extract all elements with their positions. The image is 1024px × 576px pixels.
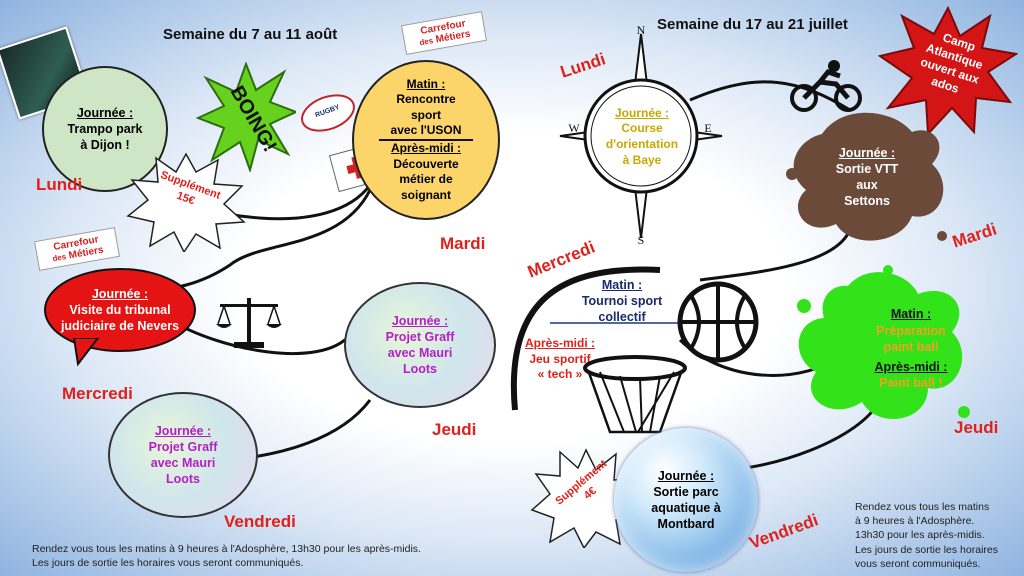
friday-graff-bubble: Journée : Projet Graff avec Mauri Loots xyxy=(108,392,258,518)
wednesday-bubble-tail xyxy=(72,338,100,367)
right-wednesday-morning: Matin : Tournoi sport collectif xyxy=(581,277,663,325)
left-day-monday: Lundi xyxy=(36,175,83,194)
wednesday-activity-bubble: Journée : Visite du tribunal judiciaire … xyxy=(44,268,196,352)
left-week-title: Semaine du 7 au 11 août xyxy=(163,26,338,43)
wednesday-divider xyxy=(550,322,690,324)
cyclist-icon xyxy=(790,60,862,112)
right-day-thursday: Jeudi xyxy=(954,418,999,437)
camp-atlantique-star xyxy=(878,6,1018,136)
right-friday-water-bubble: Journée : Sortie parc aquatique à Montba… xyxy=(614,428,758,572)
monday-line1: Trampo park xyxy=(67,121,143,136)
right-thursday-paint-splat xyxy=(797,265,970,419)
left-supplement-burst xyxy=(126,152,246,252)
basketball-hoop-icon xyxy=(583,355,687,434)
right-tuesday-mud-splat xyxy=(786,112,947,241)
right-monday-bubble: Journée : Course d'orientation à Baye xyxy=(605,105,679,167)
left-day-tuesday: Mardi xyxy=(440,234,486,253)
left-day-thursday: Jeudi xyxy=(432,420,477,439)
tuesday-morning-heading: Matin : xyxy=(406,76,446,91)
scales-of-justice-icon xyxy=(216,298,282,348)
tuesday-activity-bubble: Matin : Rencontre sport avec l'USON Aprè… xyxy=(352,60,500,220)
compass-w: W xyxy=(568,121,580,135)
boing-burst: BOING! xyxy=(196,62,296,172)
compass-e: E xyxy=(704,121,711,135)
thursday-graff-bubble: Journée : Projet Graff avec Mauri Loots xyxy=(344,282,496,408)
tuesday-afternoon-heading: Après-midi : xyxy=(390,141,461,155)
right-thursday-text: Matin : Préparation paint ball Après-mid… xyxy=(874,307,948,391)
monday-heading: Journée : xyxy=(76,105,134,120)
right-week-title: Semaine du 17 au 21 juillet xyxy=(657,16,848,33)
basketball-icon xyxy=(677,281,759,363)
right-tuesday-text: Journée : Sortie VTT aux Settons xyxy=(835,145,899,209)
compass-s: S xyxy=(638,233,645,246)
left-day-friday: Vendredi xyxy=(224,512,296,531)
left-footer: Rendez vous tous les matins à 9 heures à… xyxy=(32,543,421,570)
left-day-wednesday: Mercredi xyxy=(62,384,133,403)
right-wednesday-afternoon: Après-midi : Jeu sportif « tech » xyxy=(524,336,595,382)
compass-icon: N S E W xyxy=(559,26,723,246)
monday-line2: à Dijon ! xyxy=(80,138,130,153)
monday-trampo-bubble: Journée : Trampo park à Dijon ! xyxy=(42,66,168,192)
compass-n: N xyxy=(637,26,646,37)
right-footer: Rendez vous tous les matins à 9 heures à… xyxy=(855,501,998,570)
